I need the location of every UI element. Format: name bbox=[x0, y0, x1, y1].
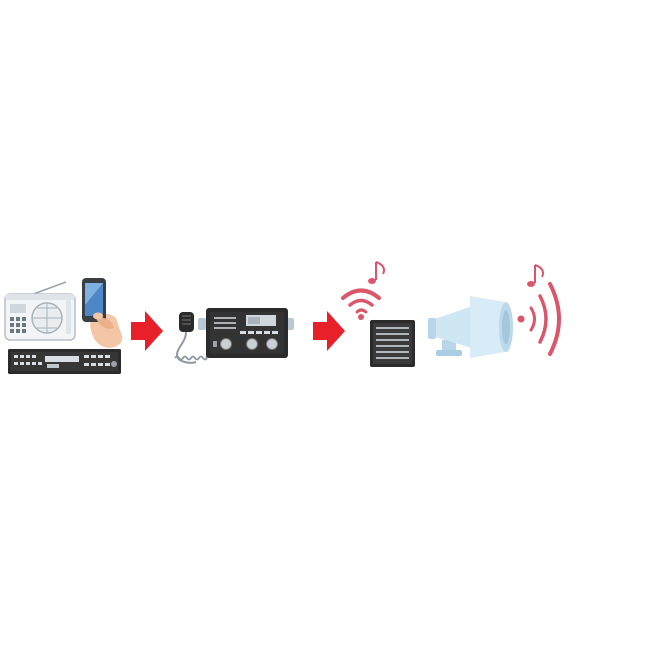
broadcast-amplifier-icon bbox=[198, 308, 294, 358]
music-note-icon bbox=[368, 261, 386, 284]
sound-wave-icon bbox=[341, 288, 381, 320]
amplifier-group bbox=[174, 308, 294, 364]
box-speaker-icon bbox=[370, 320, 415, 367]
rack-player-icon bbox=[8, 349, 121, 374]
audio-sources-group bbox=[4, 278, 123, 374]
right-arrow-icon bbox=[313, 311, 345, 351]
right-arrow-icon bbox=[131, 311, 163, 351]
music-note-icon bbox=[527, 264, 545, 287]
portable-radio-icon bbox=[4, 281, 76, 341]
horn-speaker-icon bbox=[428, 296, 513, 358]
smartphone-icon bbox=[82, 278, 123, 348]
output-speakers-group bbox=[341, 261, 561, 367]
sound-wave-icon bbox=[517, 282, 561, 356]
